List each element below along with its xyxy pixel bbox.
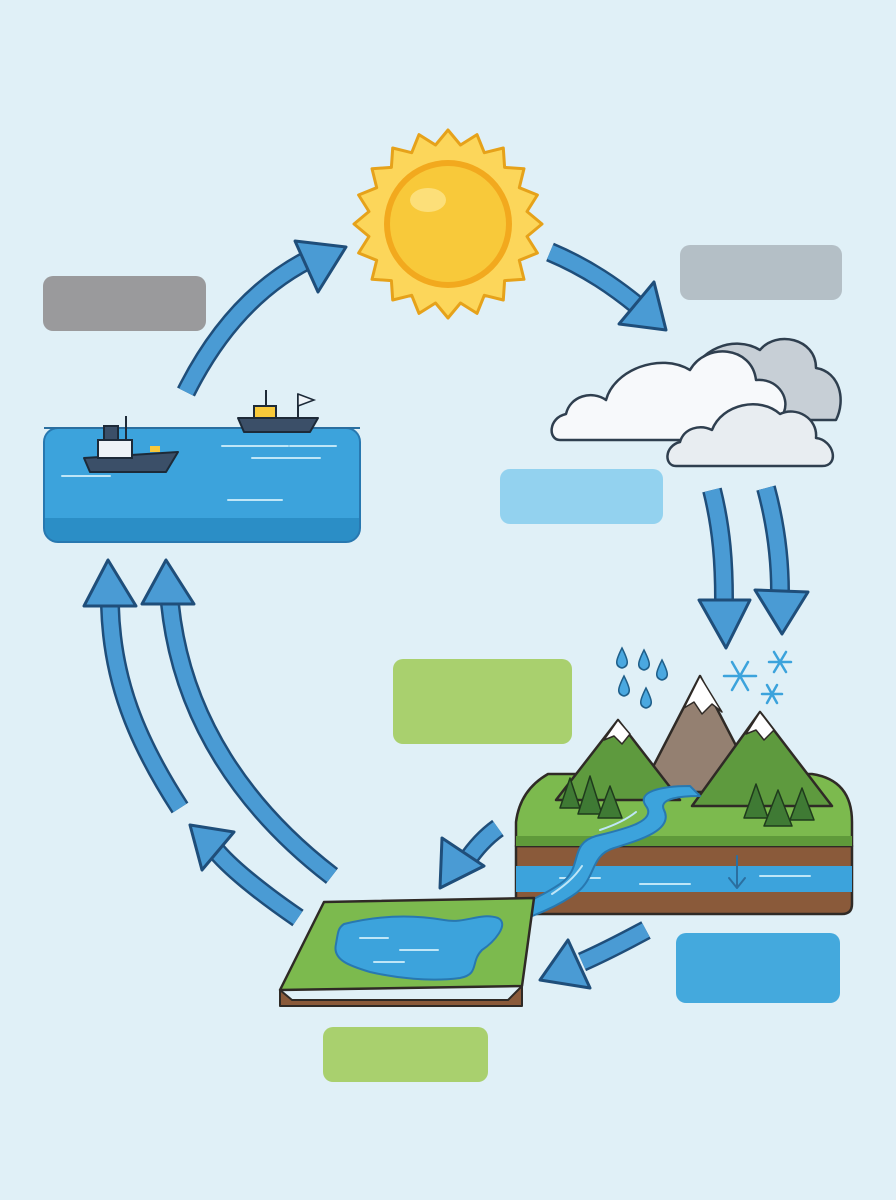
- label-groundwater: [676, 933, 840, 1003]
- label-condensation: [680, 245, 842, 300]
- label-cloud-water: [500, 469, 663, 524]
- label-collection: [323, 1027, 488, 1082]
- arrow-return-inner: [140, 558, 339, 884]
- arrow-surface-runoff: [438, 819, 505, 890]
- arrow-groundwater-flow: [538, 921, 651, 990]
- ship-icon: [83, 416, 179, 473]
- cloud-icon: [550, 337, 842, 468]
- arrow-rain-left: [697, 487, 752, 650]
- ship-icon: [237, 390, 319, 433]
- rain-drops-icon: [616, 646, 668, 709]
- label-evaporation: [43, 276, 206, 331]
- label-precipitation: [393, 659, 572, 744]
- lake-icon: [278, 896, 536, 1007]
- sun-icon: [352, 128, 544, 320]
- tree-icon: [559, 775, 815, 827]
- arrow-ocean-to-sun: [177, 239, 348, 397]
- arrow-return-outer: [82, 558, 189, 814]
- infiltration-arrow-icon: [728, 855, 746, 889]
- mountain-icon: [554, 674, 834, 808]
- arrow-snow-right: [753, 485, 810, 636]
- arrow-lake-outer: [188, 823, 304, 927]
- snowflake-icon: [722, 650, 793, 705]
- ocean-icon: [43, 427, 361, 543]
- arrow-sun-to-clouds: [546, 242, 668, 332]
